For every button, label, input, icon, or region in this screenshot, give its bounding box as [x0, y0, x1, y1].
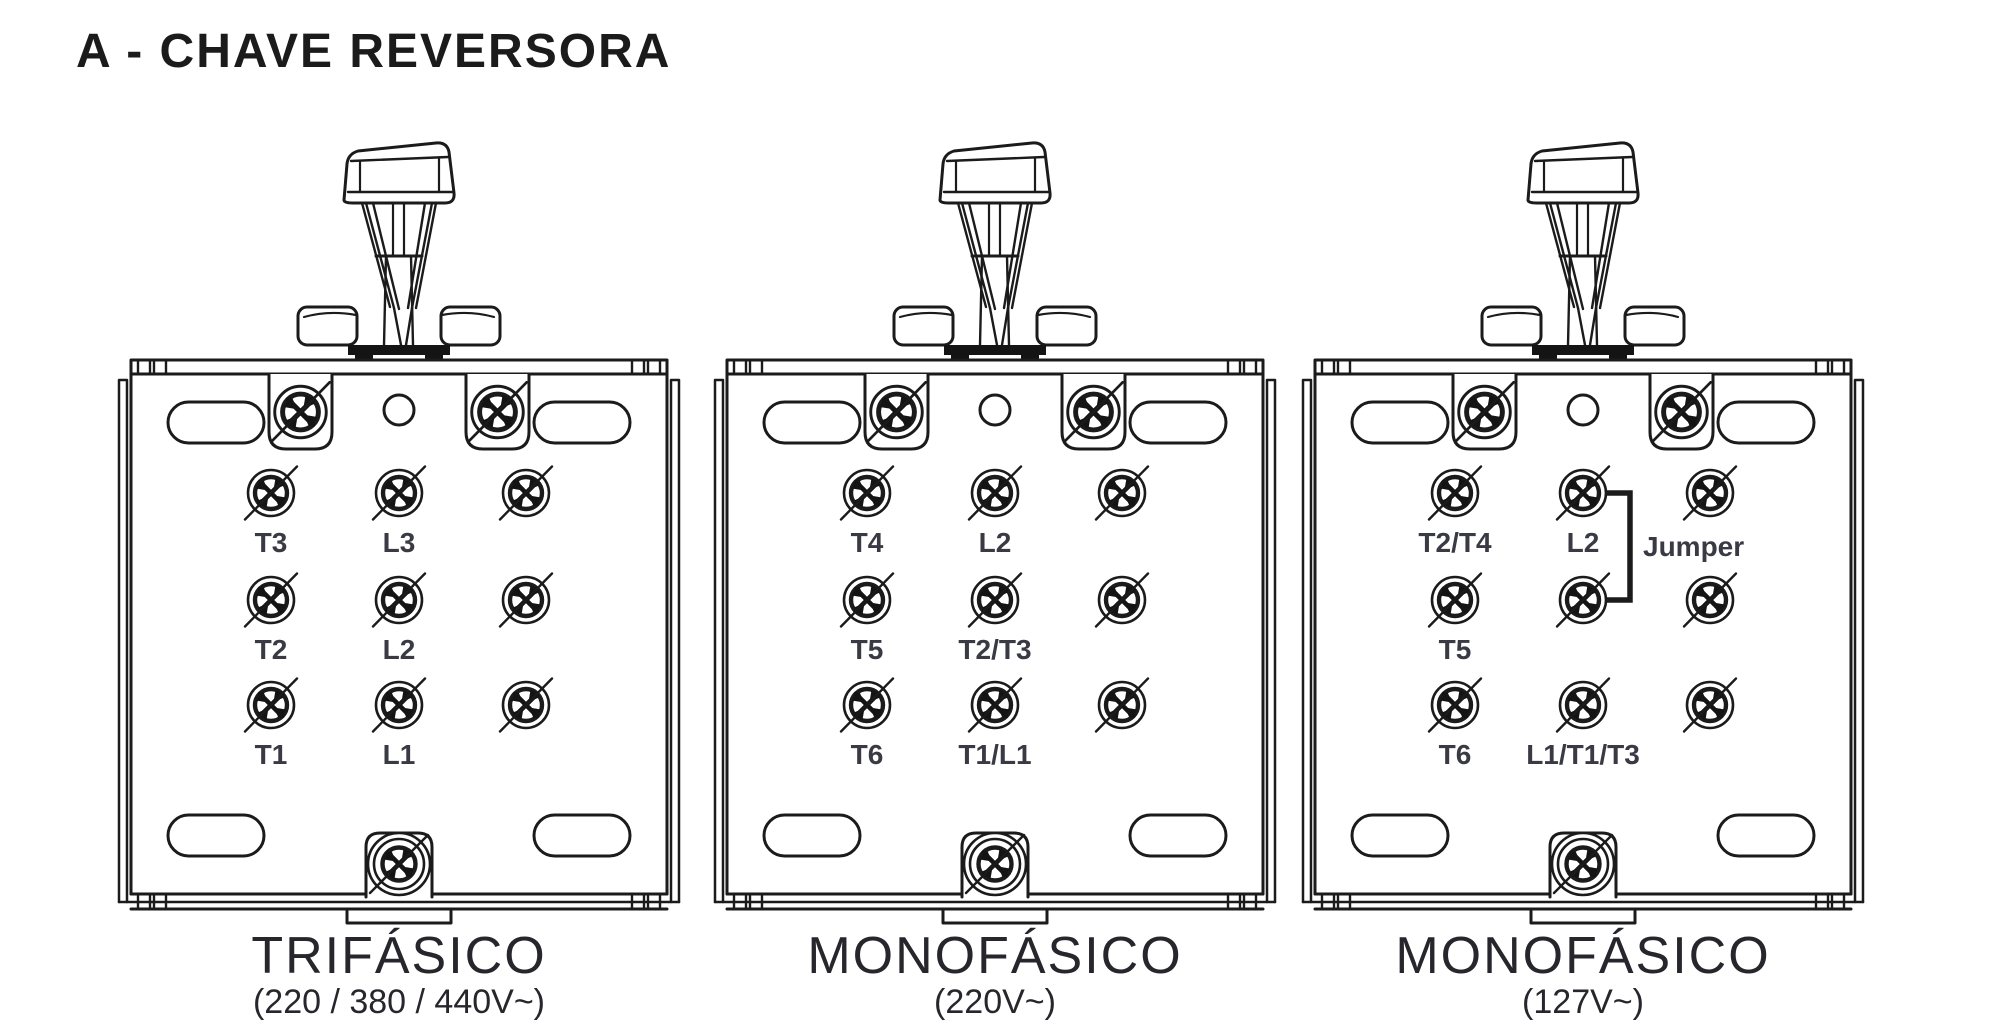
switch-trifasico-illustration: T3 L3 T2 L2 T1 L1 — [114, 108, 684, 938]
terminal-label: T6 — [1439, 739, 1472, 770]
switch-voltage: (127V~) — [1522, 983, 1644, 1021]
terminal-label: T3 — [255, 527, 288, 558]
terminal-label: T1/L1 — [958, 739, 1031, 770]
page-title: A - CHAVE REVERSORA — [76, 25, 672, 78]
terminal-label: T5 — [851, 634, 884, 665]
switch-monofasico-220: T4 L2 T5 T2/T3 T6 T1/L1 MONOFÁSICO (220V… — [710, 108, 1280, 1023]
terminal-label: T2/T4 — [1418, 527, 1492, 558]
switch-voltage: (220 / 380 / 440V~) — [252, 983, 546, 1021]
terminal-label: L2 — [383, 634, 416, 665]
switch-voltage: (220V~) — [934, 983, 1056, 1021]
jumper-bracket — [1606, 490, 1633, 603]
terminal-label: T1 — [255, 739, 288, 770]
switch-monofasico-220-illustration: T4 L2 T5 T2/T3 T6 T1/L1 — [710, 108, 1280, 938]
jumper-label: Jumper — [1643, 531, 1744, 562]
terminal-label: L1 — [383, 739, 416, 770]
switch-monofasico-127-illustration: T2/T4 L2 Jumper T5 T6 L1/T1/T3 — [1298, 108, 1868, 938]
terminal-label: L1/T1/T3 — [1526, 739, 1640, 770]
terminal-label: T2/T3 — [958, 634, 1031, 665]
terminal-label: T5 — [1439, 634, 1472, 665]
terminal-label: L2 — [1567, 527, 1600, 558]
terminal-label: L3 — [383, 527, 416, 558]
switch-caption: MONOFÁSICO — [1395, 927, 1771, 985]
terminal-label: L2 — [979, 527, 1012, 558]
switch-trifasico: T3 L3 T2 L2 T1 L1 TRIFÁSICO (220 / 380 /… — [114, 108, 684, 1023]
terminal-label: T6 — [851, 739, 884, 770]
switch-caption: TRIFÁSICO — [251, 927, 547, 985]
switch-monofasico-127: T2/T4 L2 Jumper T5 T6 L1/T1/T3 MONOFÁSIC… — [1298, 108, 1868, 1023]
terminal-label: T4 — [851, 527, 884, 558]
switch-caption: MONOFÁSICO — [807, 927, 1183, 985]
terminal-label: T2 — [255, 634, 288, 665]
